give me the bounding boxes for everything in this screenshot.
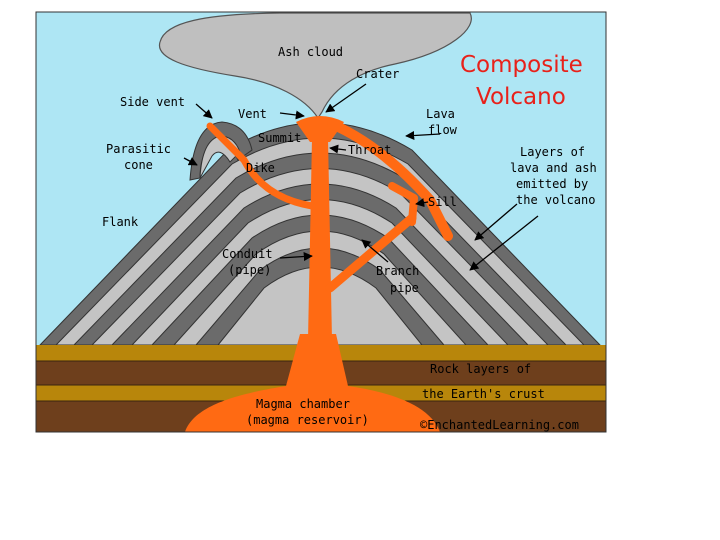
sill	[388, 182, 418, 226]
label-lava-flow-line2: flow	[428, 123, 458, 137]
label-side-vent: Side vent	[120, 95, 185, 109]
label-conduit-line2: (pipe)	[228, 263, 271, 277]
label-parasitic-cone-line2: cone	[124, 158, 153, 172]
label-layers-line4: the volcano	[516, 193, 595, 207]
diagram-frame	[35, 11, 607, 433]
label-layers-line3: emitted by	[516, 177, 588, 191]
label-branch-pipe-line1: Branch	[376, 264, 419, 278]
branch-pipe	[325, 213, 417, 293]
label-layers-line2: lava and ash	[510, 161, 597, 175]
label-magma-chamber-line1: Magma chamber	[256, 397, 350, 411]
lava-flow	[327, 119, 453, 241]
label-ash-cloud: Ash cloud	[278, 45, 343, 59]
diagram-title-line2: Volcano	[476, 84, 566, 110]
magma-chamber	[185, 334, 440, 432]
label-sill: Sill	[428, 195, 457, 209]
label-dike: Dike	[246, 161, 275, 175]
label-crater: Crater	[356, 67, 399, 81]
ash-cloud	[158, 12, 472, 120]
label-summit: Summit	[258, 131, 301, 145]
label-branch-pipe-line2: pipe	[390, 281, 419, 295]
label-vent: Vent	[238, 107, 267, 121]
label-conduit-line1: Conduit	[222, 247, 273, 261]
label-arrows	[183, 83, 539, 271]
label-parasitic-cone-line1: Parasitic	[106, 142, 171, 156]
diagram-title-line1: Composite	[460, 52, 583, 78]
label-magma-chamber-line2: (magma reservoir)	[246, 413, 369, 427]
credit-text: ©EnchantedLearning.com	[420, 418, 579, 432]
label-throat: Throat	[348, 143, 391, 157]
label-rock-layers-line1: Rock layers of	[430, 362, 531, 376]
dike	[206, 122, 316, 210]
label-layers-line1: Layers of	[520, 145, 585, 159]
conduit-pipe	[308, 138, 332, 340]
label-lava-flow-line1: Lava	[426, 107, 455, 121]
label-flank: Flank	[102, 215, 139, 229]
label-rock-layers-line2: the Earth's crust	[422, 387, 545, 401]
